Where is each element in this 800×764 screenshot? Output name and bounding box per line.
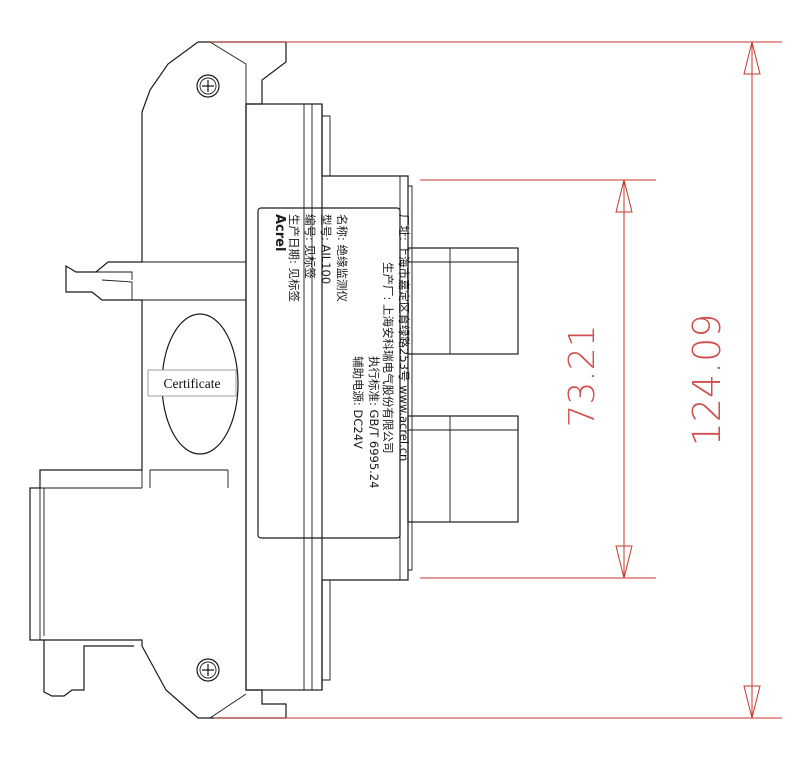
terminal-block-upper: [407, 247, 519, 355]
nameplate-name: 名称: 绝缘监测仪: [335, 214, 349, 303]
nameplate-power: 辅助电源: DC24V: [351, 356, 365, 449]
nameplate-serial: 编号: 见标签: [303, 214, 317, 280]
nameplate-standard: 执行标准: GB/T 6995.24: [367, 356, 381, 488]
terminal-block-lower: [407, 415, 519, 523]
nameplate: Acrel 生产日期: 见标签 编号: 见标签 型号: AIL100 名称: 绝…: [257, 207, 411, 539]
nameplate-date: 生产日期: 见标签: [287, 214, 301, 303]
nameplate-address: 厂址: 上海市嘉定区育绿路253号 www.acrel.cn: [397, 214, 411, 461]
top-screw-icon: [196, 74, 220, 98]
dimension-body-label: 73.21: [562, 324, 603, 427]
dimension-body: [420, 179, 656, 579]
dimension-total-label: 124.09: [685, 314, 729, 447]
nameplate-brand: Acrel: [272, 214, 287, 251]
dimension-total: [210, 41, 782, 719]
bottom-screw-icon: [196, 658, 220, 682]
din-rail-clip: Certificate: [29, 41, 287, 719]
certificate-label-box: [147, 369, 237, 397]
nameplate-manufacturer: 生产厂: 上海安科瑞电气股份有限公司: [381, 262, 395, 454]
nameplate-model: 型号: AIL100: [319, 214, 333, 284]
certificate-label: Certificate: [164, 376, 221, 391]
